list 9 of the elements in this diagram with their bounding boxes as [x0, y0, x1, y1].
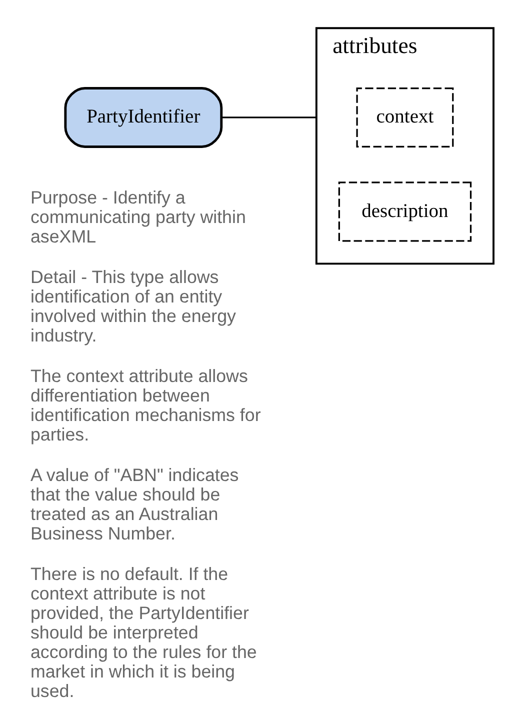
node-box: description	[338, 182, 472, 242]
node-box: PartyIdentifier	[64, 87, 222, 148]
node-label: Purpose - Identify a communicating party within aseXML	[30, 187, 246, 246]
node-label: Detail - This type allows identification of an entity involved within the energy industry.	[30, 266, 236, 346]
node-label: A value of "ABN" indicates that the value should be treated as an Australian Business Number.	[30, 465, 238, 544]
node-label: There is no default. If the context attribute is not provided, the PartyIdentifier should be interpreted according to the rules for the market in which it is being used.	[30, 564, 256, 702]
node-label: The context attribute allows differentiation between identification mechanisms for parties.	[30, 366, 260, 444]
node-box: context	[356, 87, 454, 148]
connector	[221, 116, 316, 118]
